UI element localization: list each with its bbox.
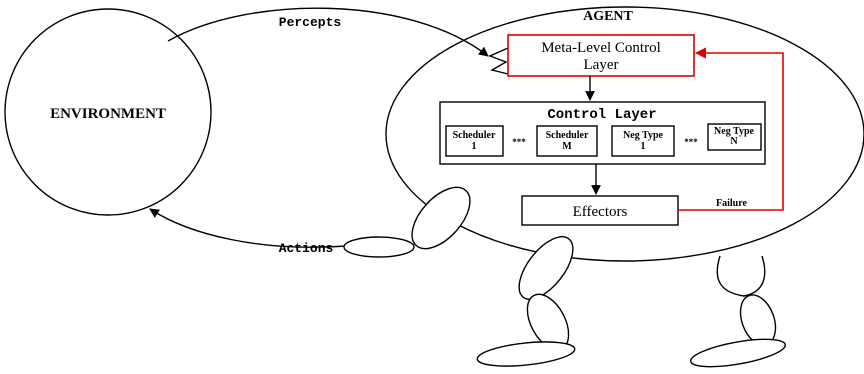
scheduler-ellipsis: *** bbox=[512, 137, 526, 147]
agent-arm-lower bbox=[343, 236, 415, 258]
neg-type-n-box bbox=[707, 123, 762, 151]
percepts-label: Percepts bbox=[279, 15, 342, 30]
failure-label: Failure bbox=[716, 198, 747, 209]
percepts-arrow bbox=[167, 7, 489, 57]
scheduler-m-box bbox=[536, 125, 598, 157]
scheduler-m-line2: M bbox=[562, 141, 572, 152]
scheduler-m-line1: Scheduler bbox=[546, 130, 589, 141]
meta-level-control-box bbox=[507, 34, 695, 77]
environment-label: ENVIRONMENT bbox=[50, 106, 166, 122]
agent-left-foot bbox=[476, 341, 576, 367]
control-layer-title: Control Layer bbox=[547, 107, 656, 123]
scheduler-1-line1: Scheduler bbox=[453, 130, 496, 141]
actions-label: Actions bbox=[279, 241, 334, 256]
agent-ellipse bbox=[385, 6, 864, 262]
neg-type-n-line1: Neg Type bbox=[714, 126, 754, 137]
scheduler-1-line2: 1 bbox=[472, 141, 477, 152]
agent-arm-upper bbox=[411, 186, 471, 250]
neg-type-ellipsis: *** bbox=[684, 137, 698, 147]
effectors-label: Effectors bbox=[573, 204, 628, 220]
neg-type-1-line1: Neg Type bbox=[623, 130, 663, 141]
sensor-eye bbox=[488, 47, 509, 75]
neg-type-n-line2: N bbox=[730, 136, 738, 147]
agent-right-thigh bbox=[716, 255, 766, 297]
scheduler-1-box bbox=[445, 125, 504, 157]
neg-type-1-box bbox=[611, 125, 675, 157]
actions-arrow bbox=[149, 208, 348, 248]
failure-feedback-arrow bbox=[678, 47, 784, 211]
agent-label: AGENT bbox=[583, 9, 633, 24]
agent-left-thigh bbox=[518, 236, 574, 300]
environment-circle bbox=[4, 8, 212, 216]
meta-level-label-line2: Layer bbox=[584, 57, 619, 73]
neg-type-1-line2: 1 bbox=[641, 141, 646, 152]
agent-right-foot bbox=[689, 338, 787, 368]
meta-level-label-line1: Meta-Level Control bbox=[541, 40, 661, 56]
